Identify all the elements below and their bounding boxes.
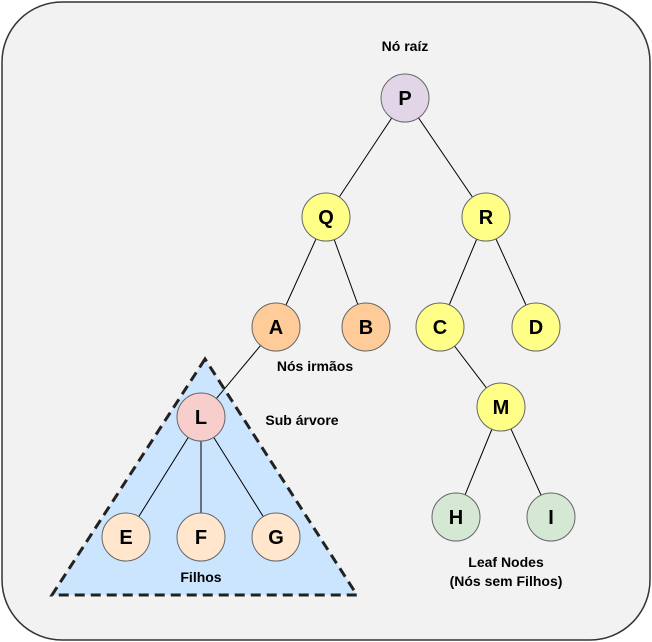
node-b: B xyxy=(341,302,391,352)
node-circle xyxy=(341,302,391,352)
node-i: I xyxy=(526,492,576,542)
nodes: P Q R A B C D L M E F G H I xyxy=(101,73,576,562)
node-circle xyxy=(251,512,301,562)
children-label: Filhos xyxy=(180,569,221,585)
node-c: C xyxy=(415,302,465,352)
node-circle xyxy=(415,302,465,352)
leaf-nodes-label: Leaf Nodes xyxy=(468,554,544,570)
node-l: L xyxy=(176,392,226,442)
node-circle xyxy=(511,302,561,352)
node-label: E xyxy=(119,527,132,549)
node-f: F xyxy=(176,512,226,562)
node-circle xyxy=(176,392,226,442)
node-label: F xyxy=(195,527,207,549)
node-circle xyxy=(101,512,151,562)
node-q: Q xyxy=(301,192,351,242)
node-e: E xyxy=(101,512,151,562)
node-label: B xyxy=(359,317,373,339)
node-m: M xyxy=(476,382,526,432)
node-label: G xyxy=(268,527,284,549)
node-label: D xyxy=(529,317,543,339)
node-g: G xyxy=(251,512,301,562)
node-circle xyxy=(476,382,526,432)
node-h: H xyxy=(431,492,481,542)
node-label: C xyxy=(433,317,447,339)
root-label: Nó raíz xyxy=(382,38,429,54)
subtree-label: Sub árvore xyxy=(265,412,338,428)
node-r: R xyxy=(461,192,511,242)
node-circle xyxy=(176,512,226,562)
node-p: P xyxy=(380,73,430,123)
siblings-label: Nós irmãos xyxy=(277,358,353,374)
node-a: A xyxy=(251,302,301,352)
node-label: M xyxy=(493,397,510,419)
node-circle xyxy=(526,492,576,542)
node-label: I xyxy=(548,507,554,529)
node-circle xyxy=(431,492,481,542)
node-label: R xyxy=(479,207,494,229)
node-circle xyxy=(461,192,511,242)
node-circle xyxy=(251,302,301,352)
node-circle xyxy=(380,73,430,123)
node-d: D xyxy=(511,302,561,352)
node-label: P xyxy=(398,88,411,110)
node-label: H xyxy=(449,507,463,529)
leaf-nodes-sublabel: (Nós sem Filhos) xyxy=(450,573,563,589)
node-label: A xyxy=(269,317,283,339)
node-circle xyxy=(301,192,351,242)
node-label: Q xyxy=(318,207,334,229)
node-label: L xyxy=(195,407,207,429)
